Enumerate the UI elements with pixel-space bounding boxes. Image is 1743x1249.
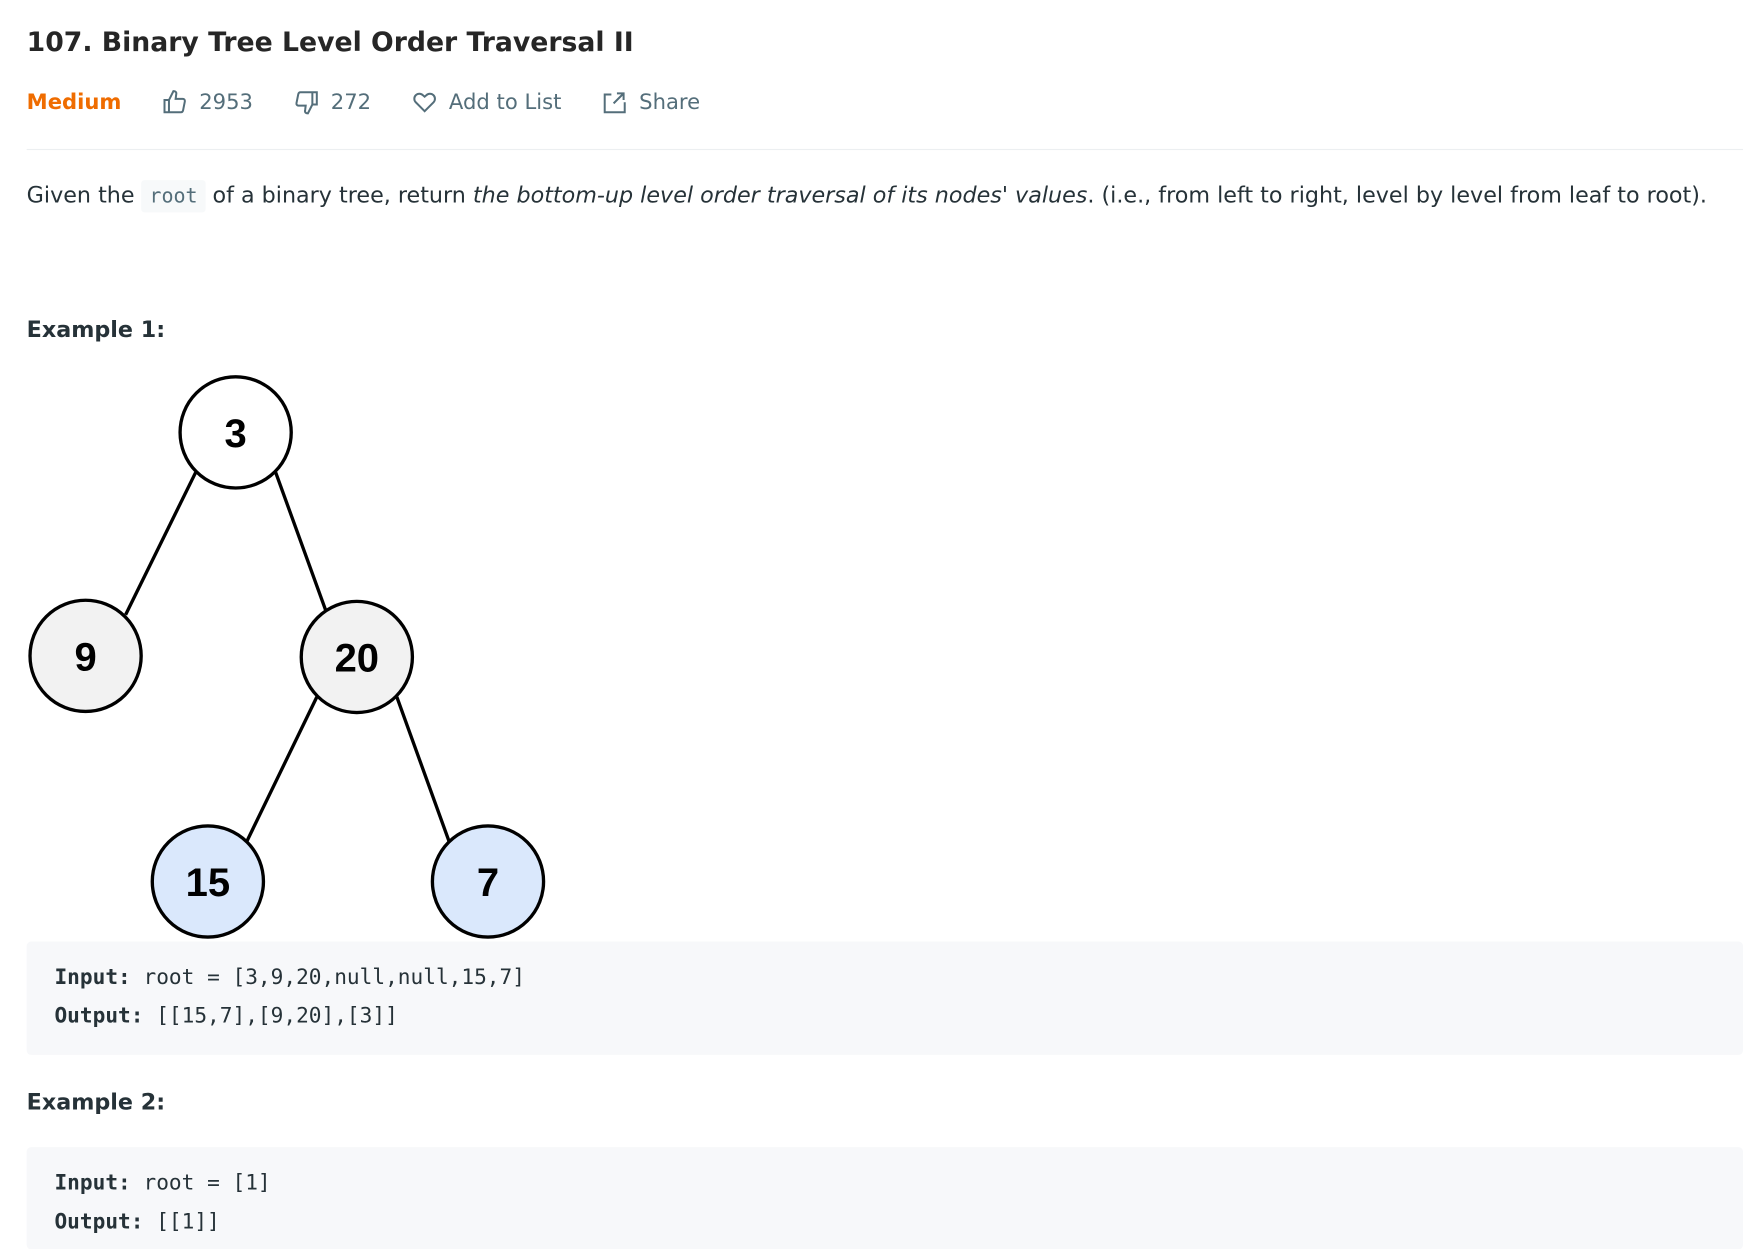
desc-emphasis: the bottom-up level order traversal of i… bbox=[472, 181, 1088, 208]
problem-meta: Medium 2953 272 Add to List Share bbox=[27, 89, 740, 116]
add-to-list-button[interactable]: Add to List bbox=[411, 89, 561, 116]
node-label: 7 bbox=[477, 861, 499, 905]
output-label: Output: bbox=[54, 1209, 144, 1234]
dislike-count: 272 bbox=[330, 90, 372, 115]
problem-title: 107. Binary Tree Level Order Traversal I… bbox=[26, 26, 634, 58]
input-value: root = [3,9,20,null,null,15,7] bbox=[130, 964, 525, 990]
add-to-list-label: Add to List bbox=[448, 90, 562, 115]
node-label: 15 bbox=[186, 861, 231, 905]
binary-tree-diagram: 3 9 20 15 7 bbox=[28, 375, 546, 939]
input-label: Input: bbox=[54, 964, 131, 990]
input-value: root = [1] bbox=[130, 1170, 271, 1195]
tree-node bbox=[28, 598, 143, 714]
tree-edge bbox=[395, 696, 451, 843]
thumbs-down-icon bbox=[294, 91, 318, 115]
tree-node bbox=[178, 375, 293, 490]
like-button[interactable]: 2953 bbox=[161, 89, 253, 116]
tree-node bbox=[430, 824, 546, 939]
inline-code: root bbox=[141, 180, 206, 213]
output-value: [[1]] bbox=[143, 1209, 220, 1234]
node-label: 3 bbox=[225, 412, 247, 456]
thumbs-up-icon bbox=[163, 90, 187, 114]
desc-text: Given the bbox=[26, 181, 142, 208]
tree-node bbox=[150, 824, 266, 939]
output-label: Output: bbox=[54, 1003, 144, 1029]
divider bbox=[26, 148, 1743, 151]
tree-edge bbox=[274, 471, 328, 611]
input-label: Input: bbox=[54, 1170, 131, 1195]
example-1-heading: Example 1: bbox=[26, 315, 166, 343]
example-2-code: Input: root = [1] Output: [[1]] bbox=[26, 1147, 1743, 1249]
problem-description: Given the root of a binary tree, return … bbox=[26, 180, 1708, 213]
share-button[interactable]: Share bbox=[601, 89, 700, 116]
node-label: 9 bbox=[74, 635, 96, 679]
desc-text: . (i.e., from left to right, level by le… bbox=[1087, 181, 1708, 208]
dislike-button[interactable]: 272 bbox=[293, 89, 371, 116]
tree-edge bbox=[124, 471, 198, 616]
node-label: 20 bbox=[335, 636, 380, 680]
output-value: [[15,7],[9,20],[3]] bbox=[143, 1003, 398, 1029]
like-count: 2953 bbox=[199, 90, 253, 115]
share-label: Share bbox=[639, 90, 701, 115]
heart-icon bbox=[413, 92, 436, 113]
tree-edge bbox=[245, 696, 319, 843]
difficulty-label: Medium bbox=[26, 90, 122, 115]
tree-node bbox=[299, 599, 415, 715]
example-2-heading: Example 2: bbox=[26, 1088, 166, 1115]
share-icon bbox=[603, 92, 626, 114]
example-1-code: Input: root = [3,9,20,null,null,15,7] Ou… bbox=[26, 941, 1743, 1055]
desc-text: of a binary tree, return bbox=[205, 181, 473, 208]
